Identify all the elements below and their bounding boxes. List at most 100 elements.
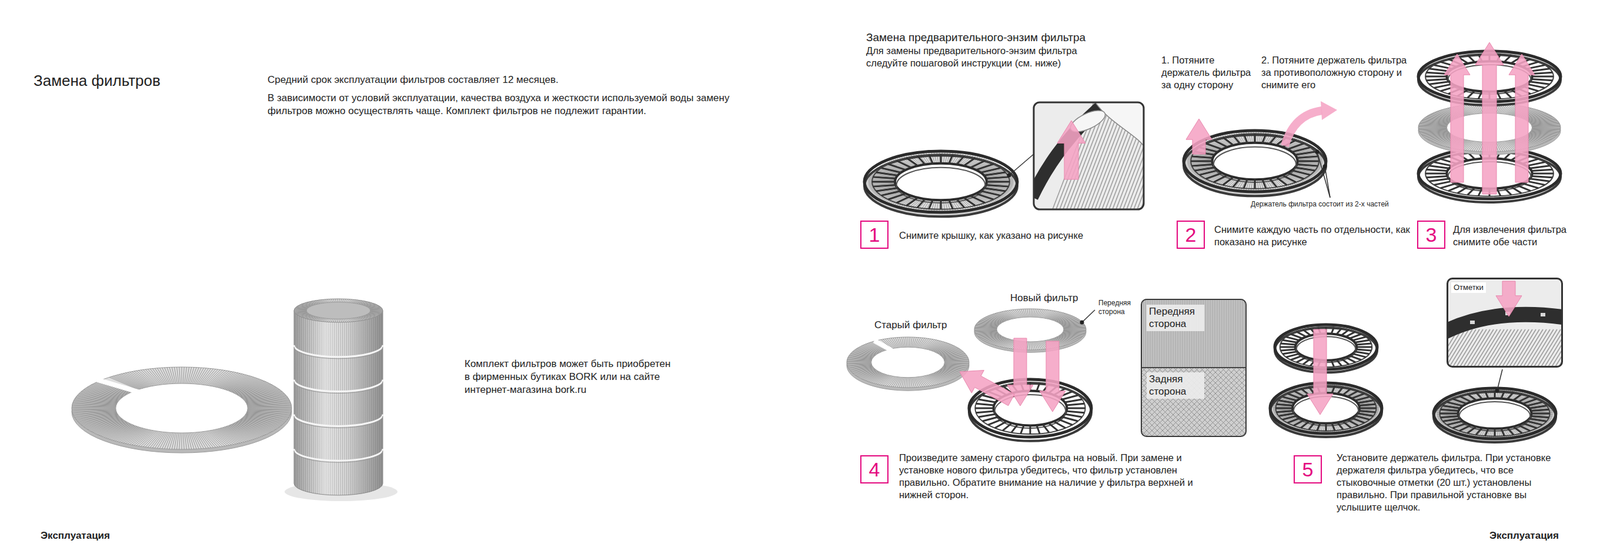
holder-spoke <box>987 419 1002 425</box>
pleat-line <box>846 362 872 364</box>
pleat-line <box>295 313 296 487</box>
pink-arrow <box>1039 341 1066 412</box>
pleat-line <box>183 366 185 384</box>
holder-spoke <box>1287 172 1305 179</box>
pleat-line <box>329 322 331 496</box>
pleat-line <box>907 377 909 388</box>
pleat-line <box>1532 127 1561 129</box>
holder-spoke <box>976 164 994 170</box>
photo-divider <box>1140 366 1247 369</box>
pleat-line <box>1188 164 1214 167</box>
holder-spoke <box>1011 424 1018 433</box>
pleat-line <box>369 318 370 492</box>
pleat-line <box>381 313 383 487</box>
pleat-line <box>179 366 181 384</box>
pleat-line <box>193 367 202 384</box>
mesh-line <box>1234 367 1247 437</box>
pleat-line <box>370 311 383 313</box>
holder-spoke <box>1529 165 1550 169</box>
pleat-line <box>343 318 347 323</box>
pleat-line <box>206 431 223 447</box>
pleat-line <box>370 310 383 312</box>
holder-spoke <box>1351 393 1365 399</box>
holder-edge <box>1033 102 1109 197</box>
holder-spoke <box>917 155 925 165</box>
pleat-line <box>1418 127 1447 129</box>
holder-spoke <box>1526 84 1545 88</box>
pleat-line <box>131 371 152 387</box>
holder-spoke <box>1337 386 1344 394</box>
holder-spoke <box>940 154 943 164</box>
holder-spoke <box>1291 170 1311 176</box>
pleat-line <box>176 366 179 384</box>
pleat-line <box>1208 298 1210 368</box>
pleated-filter <box>974 308 1087 353</box>
pleat-line <box>73 412 118 416</box>
pleat-line <box>369 311 383 313</box>
pleat-line <box>944 362 970 364</box>
pink-arrow <box>959 370 1015 406</box>
holder-spoke <box>1478 188 1482 196</box>
holder-spoke <box>1213 139 1228 148</box>
holder-spoke <box>1061 416 1078 422</box>
holder-spoke <box>1058 419 1073 425</box>
holder-spoke <box>1497 188 1501 196</box>
pleat-line <box>1238 298 1240 368</box>
pleat-line <box>1187 161 1212 162</box>
holder-spoke <box>1002 422 1012 431</box>
pleat-line <box>913 377 917 388</box>
pleat-line <box>71 408 116 410</box>
cylinder-hole <box>306 302 371 320</box>
holder-spoke <box>1066 411 1085 413</box>
inset-frame <box>1033 102 1144 210</box>
holder-spoke <box>887 164 906 170</box>
pleat-line <box>204 431 220 447</box>
holder-spoke <box>970 195 985 203</box>
pleat-line <box>295 307 308 309</box>
pleat-line <box>294 310 307 312</box>
holder-spoke <box>1426 169 1448 171</box>
pleat-line <box>149 368 163 385</box>
pleat-line <box>369 307 382 309</box>
pink-arrow <box>1475 42 1504 195</box>
holder-spoke <box>982 416 999 422</box>
filter-gap <box>94 378 140 393</box>
pleat-line <box>847 363 872 366</box>
leader-dot <box>1323 164 1328 169</box>
pleat-line <box>331 298 334 303</box>
pleat-line <box>296 314 298 488</box>
pleat-line <box>319 321 321 494</box>
pleat-line <box>944 362 970 363</box>
holder-inner <box>1211 142 1298 180</box>
leader-line <box>1081 309 1095 323</box>
pleat-line <box>889 338 897 348</box>
pleat-line <box>71 408 116 409</box>
pleat-line <box>1063 329 1087 331</box>
pleat-line <box>907 336 909 347</box>
leader-dot <box>1007 173 1012 178</box>
holder-spoke <box>980 191 1001 196</box>
holder-spoke <box>940 199 943 210</box>
pleat-line <box>899 336 904 347</box>
pleat-line <box>868 181 896 183</box>
pleat-line <box>1532 127 1561 129</box>
holder-spoke <box>1048 422 1058 431</box>
pleat-line <box>944 358 969 360</box>
holder-spoke <box>1276 176 1287 186</box>
holder-spoke <box>1426 78 1448 80</box>
pleat-line <box>247 406 292 409</box>
holder-spoke <box>929 199 934 209</box>
pleat-line <box>1418 128 1447 130</box>
pleat-line <box>323 321 325 495</box>
pleat-line <box>358 321 360 494</box>
holder-spoke <box>917 198 925 208</box>
holder-spoke <box>1354 351 1370 354</box>
pleat-line <box>162 367 170 384</box>
pleat-line <box>247 408 292 409</box>
pleat-line <box>294 309 307 311</box>
holder-spoke <box>1429 81 1450 85</box>
holder-spoke <box>1504 187 1512 195</box>
pleat-line <box>346 322 347 496</box>
pleat-line <box>373 317 374 491</box>
holder-spoke <box>1345 356 1356 363</box>
